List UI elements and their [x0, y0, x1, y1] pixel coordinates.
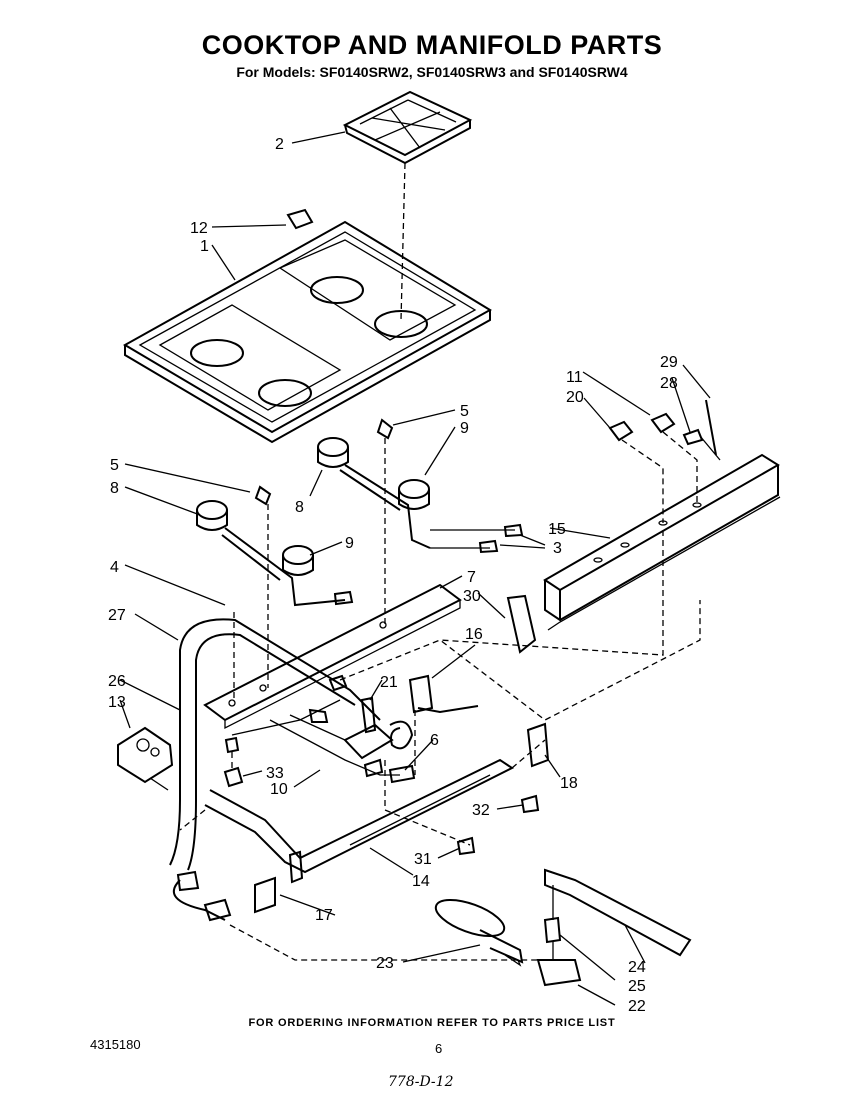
callout-29: 29	[660, 354, 678, 371]
callout-24: 24	[628, 959, 646, 976]
callout-13: 13	[108, 694, 126, 711]
callout-20: 20	[566, 389, 584, 406]
callout-27: 27	[108, 607, 126, 624]
callout-8-upper: 8	[295, 499, 304, 516]
part-cooktop	[122, 220, 492, 444]
callout-32: 32	[472, 802, 490, 819]
page-title: COOKTOP AND MANIFOLD PARTS	[201, 30, 663, 60]
part-plate	[254, 876, 276, 914]
callout-30: 30	[463, 588, 481, 605]
part-orifice	[223, 766, 244, 788]
part-broil-burner	[434, 898, 524, 967]
part-clip	[286, 208, 314, 230]
callout-7: 7	[467, 569, 476, 586]
callout-8-lower: 8	[110, 480, 119, 497]
part-side-bracket	[506, 594, 537, 654]
callout-4: 4	[110, 559, 119, 576]
callout-17: 17	[315, 907, 333, 924]
part-valve-knobs	[608, 399, 721, 461]
part-oven-burner	[204, 758, 514, 884]
document-number: 4315180	[90, 1037, 141, 1052]
callout-11: 11	[566, 369, 583, 386]
page-subtitle: For Models: SF0140SRW2, SF0140SRW3 and S…	[236, 64, 628, 80]
page-number: 6	[435, 1041, 443, 1056]
callout-18: 18	[560, 775, 578, 792]
callout-9-upper: 9	[460, 420, 469, 437]
callout-28: 28	[660, 375, 678, 392]
callout-16: 16	[465, 626, 483, 643]
callout-15: 15	[548, 521, 566, 538]
part-bracket	[203, 583, 462, 730]
part-grate	[342, 90, 473, 165]
part-oven-thermostat	[231, 674, 479, 846]
callout-3: 3	[553, 540, 562, 557]
callout-9-lower: 9	[345, 535, 354, 552]
part-rear-bracket	[526, 722, 550, 768]
part-pressure-regulator	[117, 726, 174, 791]
part-screw	[520, 794, 540, 814]
leader-lines	[119, 131, 711, 1006]
part-manifold-bar	[543, 453, 781, 631]
callout-12: 12	[190, 220, 208, 237]
callout-1: 1	[200, 238, 209, 255]
handwritten-code: 778-D-12	[388, 1074, 454, 1090]
callout-21: 21	[380, 674, 398, 691]
callout-6: 6	[430, 732, 439, 749]
part-nut	[456, 836, 476, 856]
callout-22: 22	[628, 998, 646, 1015]
ordering-note: FOR ORDERING INFORMATION REFER TO PARTS …	[248, 1017, 616, 1029]
callout-33: 33	[266, 765, 284, 782]
callout-5-lower: 5	[110, 457, 119, 474]
callout-2: 2	[275, 136, 284, 153]
part-broil-tube	[536, 868, 692, 987]
callout-23: 23	[376, 955, 394, 972]
callout-labels: 2 12 1 5 9 5 8 8 9 15 3 4 7 30 27 16 26 …	[108, 136, 678, 1015]
part-gas-tubes	[169, 618, 381, 922]
part-burner-assembly-front	[196, 485, 354, 607]
callout-31: 31	[414, 851, 432, 868]
callout-10: 10	[270, 781, 288, 798]
callout-14: 14	[412, 873, 430, 890]
callout-25: 25	[628, 978, 646, 995]
callout-26: 26	[108, 673, 126, 690]
callout-5-upper: 5	[460, 403, 469, 420]
part-burner-assembly-rear	[317, 418, 524, 554]
